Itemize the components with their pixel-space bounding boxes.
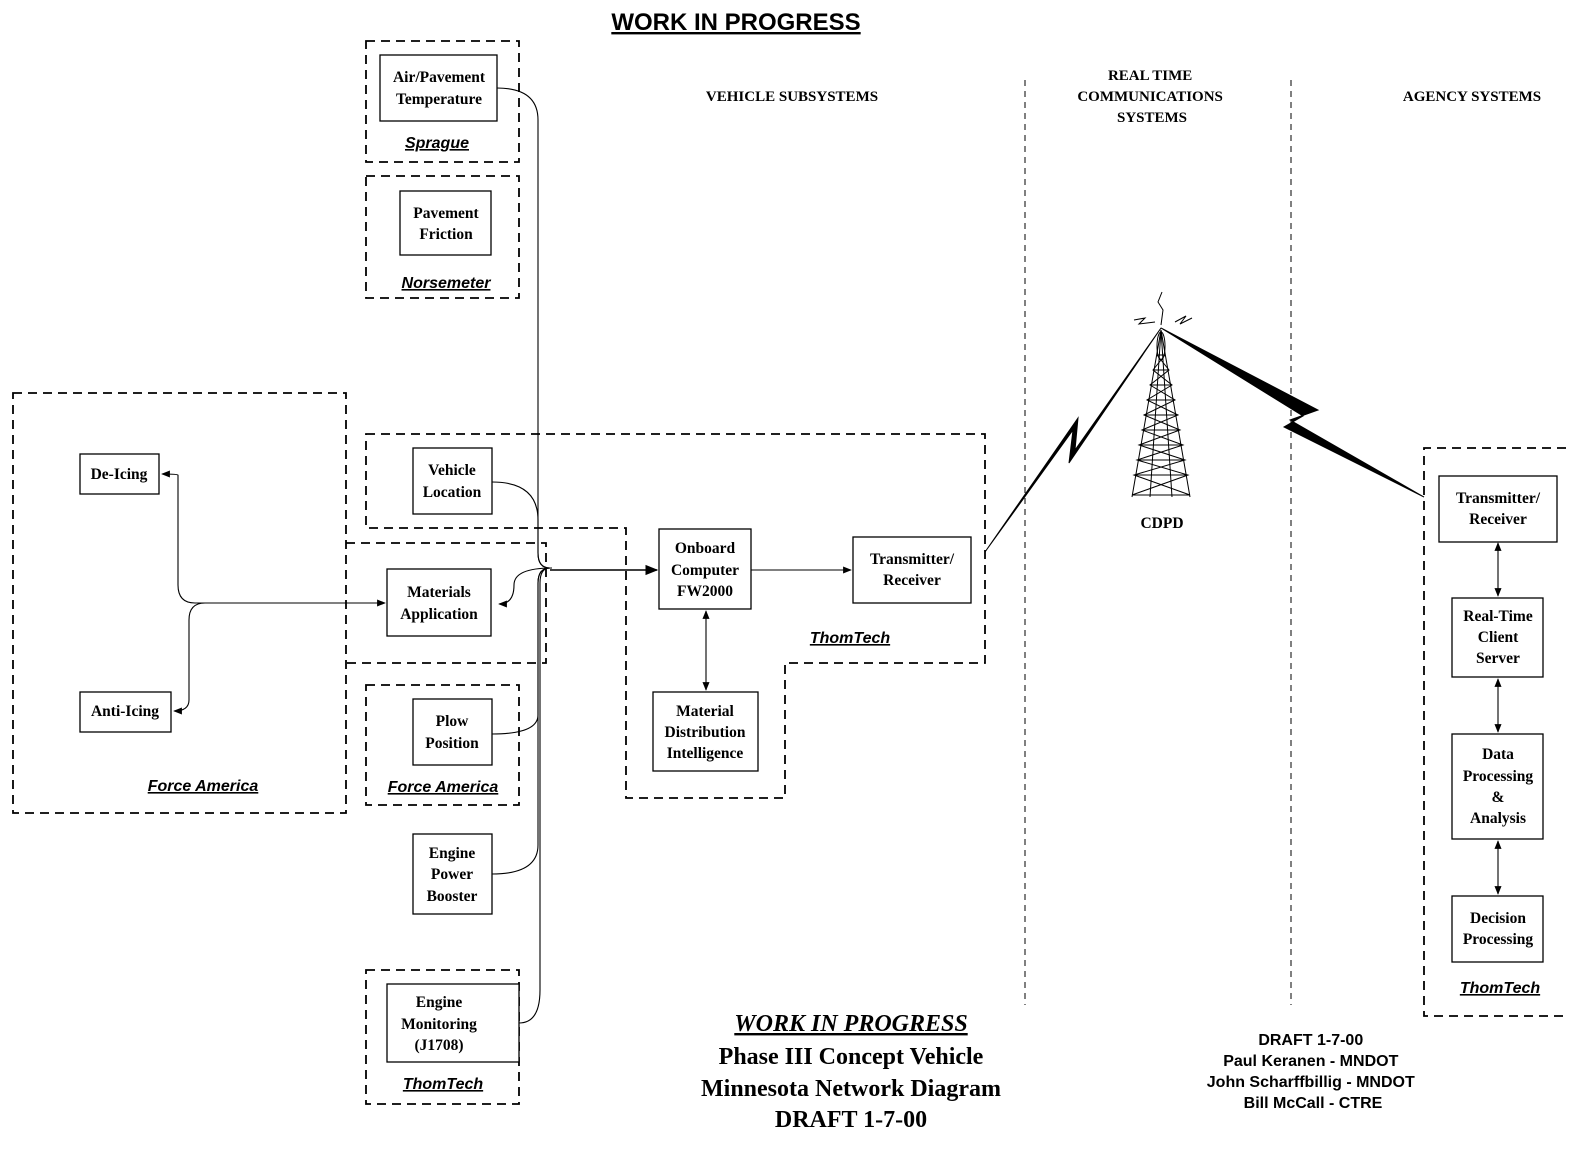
vendor-label-force-america: Force America (148, 778, 259, 795)
thomtech-agency-group (1423, 447, 1566, 1017)
vendor-label-force-america-plow: Force America (388, 779, 499, 796)
wire-materials-feedback (498, 567, 553, 608)
credits: DRAFT 1-7-00 Paul Keranen - MNDOT John S… (1207, 1032, 1419, 1112)
svg-text:Transmitter/Receiver: Transmitter/Receiver (870, 551, 955, 589)
norsemeter-group (365, 175, 520, 299)
link-materials-de-icing (161, 470, 385, 604)
svg-text:Transmitter/Receiver: Transmitter/Receiver (1456, 490, 1541, 528)
top-title: WORK IN PROGRESS (611, 9, 860, 36)
footer-title-line1: Phase III Concept Vehicle (719, 1044, 984, 1070)
thomtech-engine-group (365, 969, 520, 1105)
node-vehicle-transmitter-receiver: Transmitter/Receiver (852, 536, 972, 604)
materials-group (346, 542, 547, 664)
sprague-group (365, 40, 520, 163)
thomtech-vehicle-group (365, 433, 986, 799)
node-de-icing: De-Icing (79, 453, 160, 495)
footer-title-line3: DRAFT 1-7-00 (775, 1107, 927, 1133)
vendor-label-thomtech-vehicle: ThomTech (810, 630, 891, 647)
lightning-bolt-left (984, 327, 1162, 553)
svg-text:Anti-Icing: Anti-Icing (91, 703, 159, 720)
svg-text:De-Icing: De-Icing (91, 466, 148, 483)
footer-wip: WORK IN PROGRESS (734, 1011, 967, 1037)
footer-title-line2: Minnesota Network Diagram (701, 1076, 1001, 1102)
wire-plow-position (491, 567, 551, 735)
cdpd-tower-icon (1131, 291, 1193, 498)
node-agency-transmitter-receiver: Transmitter/Receiver (1438, 475, 1558, 543)
column-header-comms: REAL TIME COMMUNICATIONS SYSTEMS (1077, 68, 1226, 126)
plow-force-america-group (365, 684, 520, 806)
cdpd-label: CDPD (1140, 515, 1183, 532)
wire-engine-booster (491, 567, 551, 875)
column-header-agency: AGENCY SYSTEMS (1403, 89, 1541, 105)
column-header-vehicle: VEHICLE SUBSYSTEMS (706, 89, 878, 105)
wire-engine-monitoring (518, 567, 551, 1024)
lightning-bolt-right (1160, 327, 1425, 498)
vendor-label-sprague: Sprague (405, 135, 469, 152)
vendor-label-thomtech-engine: ThomTech (403, 1076, 484, 1093)
vendor-label-norsemeter: Norsemeter (402, 275, 492, 292)
vendor-label-thomtech-agency: ThomTech (1460, 980, 1541, 997)
node-anti-icing: Anti-Icing (79, 691, 172, 733)
link-materials-anti-icing (173, 602, 385, 715)
wire-vehicle-location (491, 481, 551, 569)
wire-air-pavement (496, 87, 551, 569)
